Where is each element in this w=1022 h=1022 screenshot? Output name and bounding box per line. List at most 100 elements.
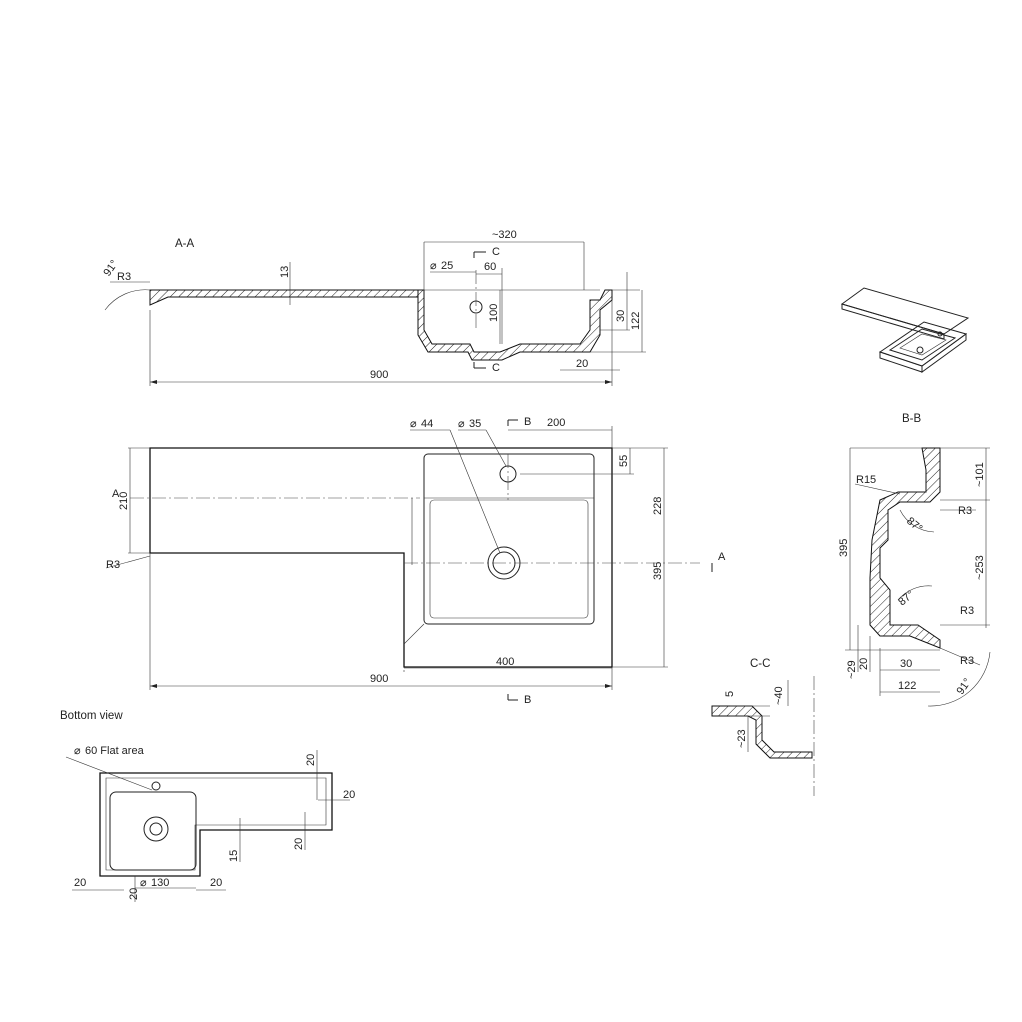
arrow-left [150, 380, 157, 384]
bottom-step-margin: 20 [293, 838, 305, 850]
bottom-view: Bottom view ⌀ 60 Flat area 20 20 20 15 2… [60, 710, 355, 902]
section-aa-c-bottom: C [492, 362, 500, 374]
bottom-bowl-outline [109, 791, 197, 871]
bottom-right-margin: 20 [343, 789, 355, 801]
bb-angle-top: 87° [904, 515, 924, 535]
shelf-section [149, 289, 419, 306]
bottom-drain-diameter-symbol: ⌀ [140, 877, 147, 889]
corner-radius-leader [105, 555, 151, 569]
section-aa-rim-depth: 30 [615, 310, 627, 322]
top-a-left: A [112, 488, 120, 500]
top-b-bottom: B [524, 694, 531, 706]
section-aa-total-length: 900 [370, 369, 388, 381]
cc-drop: ~23 [736, 729, 748, 748]
bb-radius-bottom-leader [939, 647, 981, 666]
bb-angle-bottom: 87° [896, 588, 916, 608]
iso-basin-inner [899, 333, 947, 356]
bb-total-height: 395 [838, 539, 850, 557]
section-aa-hole-offset: 60 [484, 261, 496, 273]
top-overflow-diameter: 44 [421, 418, 433, 430]
top-total-length: 900 [370, 673, 388, 685]
top-overflow-diameter-symbol: ⌀ [410, 418, 417, 430]
section-aa-rim-width: 20 [576, 358, 588, 370]
flat-area-leader [65, 756, 153, 791]
bottom-drain-diameter: 130 [151, 877, 169, 889]
top-bowl-depth: 228 [652, 497, 664, 515]
bottom-outline [99, 772, 333, 877]
bb-radius-top: R3 [958, 505, 972, 517]
top-total-depth: 395 [652, 562, 664, 580]
bb-upper-height: ~101 [974, 462, 986, 487]
bb-fillet-leader [854, 483, 901, 495]
bottom-bottom-margin: 20 [128, 888, 140, 900]
bb-bottom-offset: ~29 [846, 660, 858, 679]
overflow-leader [449, 429, 501, 554]
bottom-flat-area: 60 Flat area [85, 745, 145, 757]
bowl-outline [423, 453, 595, 625]
section-aa-hole-diameter-symbol: ⌀ [430, 260, 437, 272]
section-aa-radius: R3 [117, 271, 131, 283]
bottom-inner-outline [105, 777, 327, 871]
arrow-right [605, 380, 612, 384]
section-aa-title: A-A [175, 238, 195, 250]
section-aa-hole-height: 100 [488, 304, 500, 322]
section-aa-bowl-width: ~320 [492, 229, 517, 241]
bb-radius-mid: R3 [960, 605, 974, 617]
bb-bottom-lip: 20 [858, 658, 870, 670]
bowl-section [417, 289, 613, 361]
top-hole-edge: 55 [618, 455, 630, 467]
bb-radius-bottom: R3 [960, 655, 974, 667]
top-b-top: B [524, 416, 531, 428]
bb-inner-height: ~253 [974, 555, 986, 580]
angle-arc [104, 289, 151, 311]
bb-rim-width: 30 [900, 658, 912, 670]
cc-thickness: 5 [724, 691, 736, 697]
top-view: ⌀ 44 ⌀ 35 B B 200 55 228 395 A A [105, 416, 726, 706]
top-bowl-length: 400 [496, 656, 514, 668]
top-outline [149, 447, 613, 668]
bottom-flat-area-symbol: ⌀ [74, 745, 81, 757]
arrow-right [605, 684, 612, 688]
bottom-drain-inner [149, 822, 163, 836]
top-tap-diameter-symbol: ⌀ [458, 418, 465, 430]
bottom-drain-outer [143, 816, 169, 842]
bb-wall-section [869, 447, 941, 649]
bottom-left-margin: 20 [74, 877, 86, 889]
iso-shelf-front [841, 303, 945, 340]
bowl-corner-line [403, 623, 425, 645]
section-aa-c-top: C [492, 246, 500, 258]
bottom-view-title: Bottom view [60, 710, 123, 722]
tap-leader [485, 429, 507, 467]
cc-depth: ~40 [773, 686, 785, 705]
section-aa-hole-diameter: 25 [441, 260, 453, 272]
section-aa-thickness: 13 [279, 266, 291, 278]
top-a-right: A [718, 551, 726, 563]
section-aa-total-height: 122 [630, 312, 642, 330]
bb-total-width: 122 [898, 680, 916, 692]
iso-tap-hole [937, 331, 943, 337]
iso-drain [916, 346, 924, 354]
iso-bowl-front [879, 351, 923, 373]
top-tap-diameter: 35 [469, 418, 481, 430]
section-cc-view: C-C 5 ~40 ~23 [711, 658, 815, 796]
bowl-inner [429, 499, 589, 619]
section-cc-title: C-C [750, 658, 770, 670]
bb-fillet-radius: R15 [856, 474, 876, 486]
iso-bowl-side [921, 333, 967, 373]
section-aa-view: A-A 91° R3 13 ~320 C C ⌀ 25 60 [101, 229, 646, 386]
top-corner-radius: R3 [106, 559, 120, 571]
bb-corner-arc [927, 651, 991, 707]
bottom-tap-hole [151, 781, 161, 791]
bottom-top-margin: 20 [305, 754, 317, 766]
isometric-thumbnail [840, 287, 970, 373]
iso-basin [888, 328, 957, 361]
bb-angle-top-arc [899, 509, 935, 533]
bottom-mid-margin: 20 [210, 877, 222, 889]
top-right-margin: 200 [547, 417, 565, 429]
top-shelf-depth: 210 [118, 492, 130, 510]
cc-section [711, 705, 813, 759]
bottom-step-height: 15 [228, 850, 240, 862]
arrow-left [150, 684, 157, 688]
bb-angle-bottom-arc [897, 585, 933, 601]
